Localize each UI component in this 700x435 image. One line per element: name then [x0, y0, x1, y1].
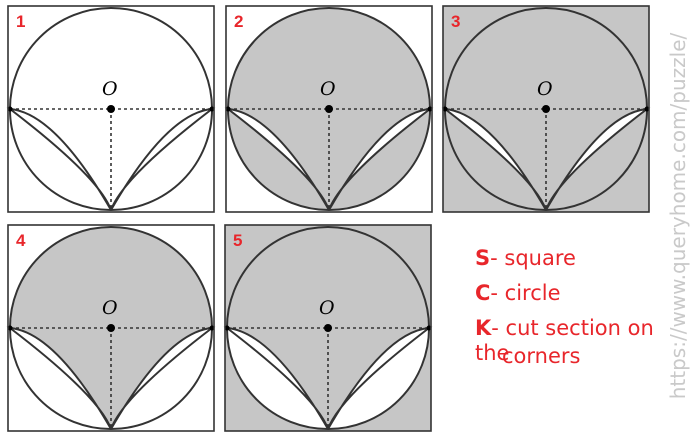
center-label: O: [319, 297, 335, 319]
square-frame: [7, 224, 215, 432]
center-label: O: [537, 78, 553, 100]
legend-circle: C- circle: [475, 281, 685, 306]
panel-number: 3: [451, 12, 461, 31]
legend-cut-section-line-2: corners: [502, 344, 700, 369]
figure-panel-1: 1 O: [6, 5, 216, 213]
center-label: O: [320, 78, 336, 100]
center-label: O: [102, 78, 118, 100]
legend-text-c: - circle: [490, 281, 561, 305]
figure-2-drawing: [224, 5, 434, 213]
circle-outline: [227, 6, 431, 212]
figure-panel-2: 2 O: [224, 5, 434, 213]
center-label: O: [102, 297, 118, 319]
legend-square: S- square: [475, 246, 685, 271]
legend-key-s: S: [475, 246, 491, 270]
square-frame: [225, 5, 433, 213]
figure-panel-4: 4 O: [6, 224, 216, 432]
panel-number: 5: [233, 231, 243, 250]
figure-1-drawing: [6, 5, 216, 213]
figure-panel-5: 5 O: [223, 224, 433, 432]
watermark: https://www.queryhome.com/puzzle/: [656, 0, 700, 435]
panel-number: 2: [234, 12, 244, 31]
center-dot: [542, 105, 550, 113]
circle-outline: [444, 6, 648, 212]
legend-key-c: C: [475, 281, 491, 305]
square-frame: [7, 5, 215, 213]
center-dot: [325, 105, 333, 113]
figure-panel-3: 3 O: [441, 5, 651, 213]
center-dot: [107, 105, 115, 113]
figure-5-drawing: [223, 224, 433, 432]
legend-key-k: K: [475, 316, 492, 340]
center-dot: [107, 324, 115, 332]
legend-text-k: - cut section on the: [475, 316, 654, 366]
legend-cut-section: K- cut section on the: [475, 316, 685, 366]
square-frame: [224, 224, 432, 432]
circle-outline: [9, 6, 213, 212]
circle-outline: [226, 225, 430, 431]
panel-number: 1: [16, 12, 26, 31]
figure-4-drawing: [6, 224, 216, 432]
watermark-url: https://www.queryhome.com/puzzle/: [666, 32, 690, 400]
panel-number: 4: [16, 231, 26, 250]
figure-3-drawing: [441, 5, 651, 213]
legend-text-k-2: corners: [502, 344, 581, 368]
center-dot: [324, 324, 332, 332]
legend-text-s: - square: [490, 246, 576, 270]
square-frame: [442, 5, 650, 213]
circle-outline: [9, 225, 213, 431]
